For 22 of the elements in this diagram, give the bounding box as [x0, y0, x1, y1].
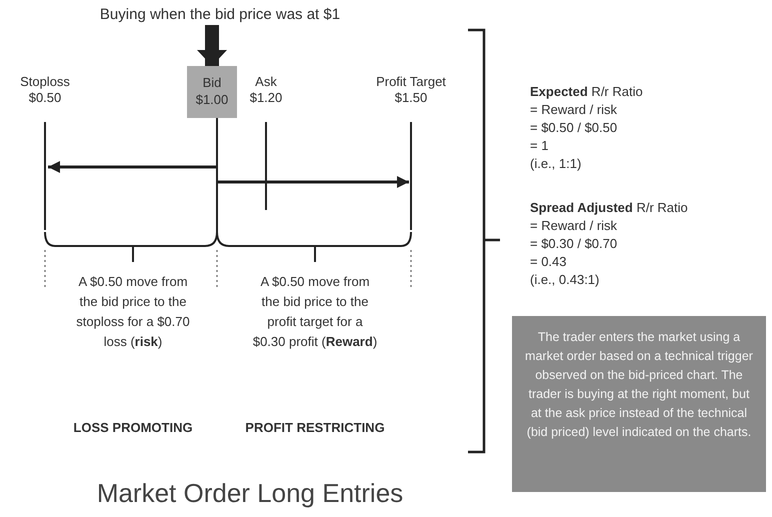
formula-heading: Expected R/r Ratio: [530, 84, 643, 100]
formula-line: = 1: [530, 138, 548, 154]
formula-line: = Reward / risk: [530, 102, 618, 118]
category-label: LOSS PROMOTING: [72, 419, 194, 437]
formula-line: (i.e., 0.43:1): [530, 272, 600, 288]
arrow: [197, 25, 227, 66]
formula-line: = 0.43: [530, 254, 567, 270]
title: Market Order Long Entries: [96, 478, 404, 509]
description-text: A $0.50 move from the bid price to the profit target for a $0.30 profit (Reward): [252, 273, 378, 351]
description-text: A $0.50 move from the bid price to the stoploss for a $0.70 loss (risk): [75, 273, 191, 351]
price-label: Ask $1.20: [248, 74, 284, 106]
formula-heading: Spread Adjusted R/r Ratio: [530, 200, 688, 216]
formula-line: = $0.30 / $0.70: [530, 236, 618, 252]
note-box: The trader enters the market using a market order based on a technical trigger observed on the bid-priced chart. The trader is buying at the right moment, but at the ask price instead of the technical (bid priced) level indicated on the charts.: [512, 316, 766, 492]
formula-line: (i.e., 1:1): [530, 156, 582, 172]
category-label: PROFIT RESTRICTING: [245, 419, 385, 437]
price-label: Stoploss $0.50: [19, 74, 71, 106]
formula-line: = Reward / risk: [530, 218, 618, 234]
formula-line: = $0.50 / $0.50: [530, 120, 618, 136]
annotation-text: Buying when the bid price was at $1: [60, 6, 380, 23]
price-label: Profit Target $1.50: [375, 74, 447, 106]
price-box: Bid $1.00: [187, 66, 237, 118]
